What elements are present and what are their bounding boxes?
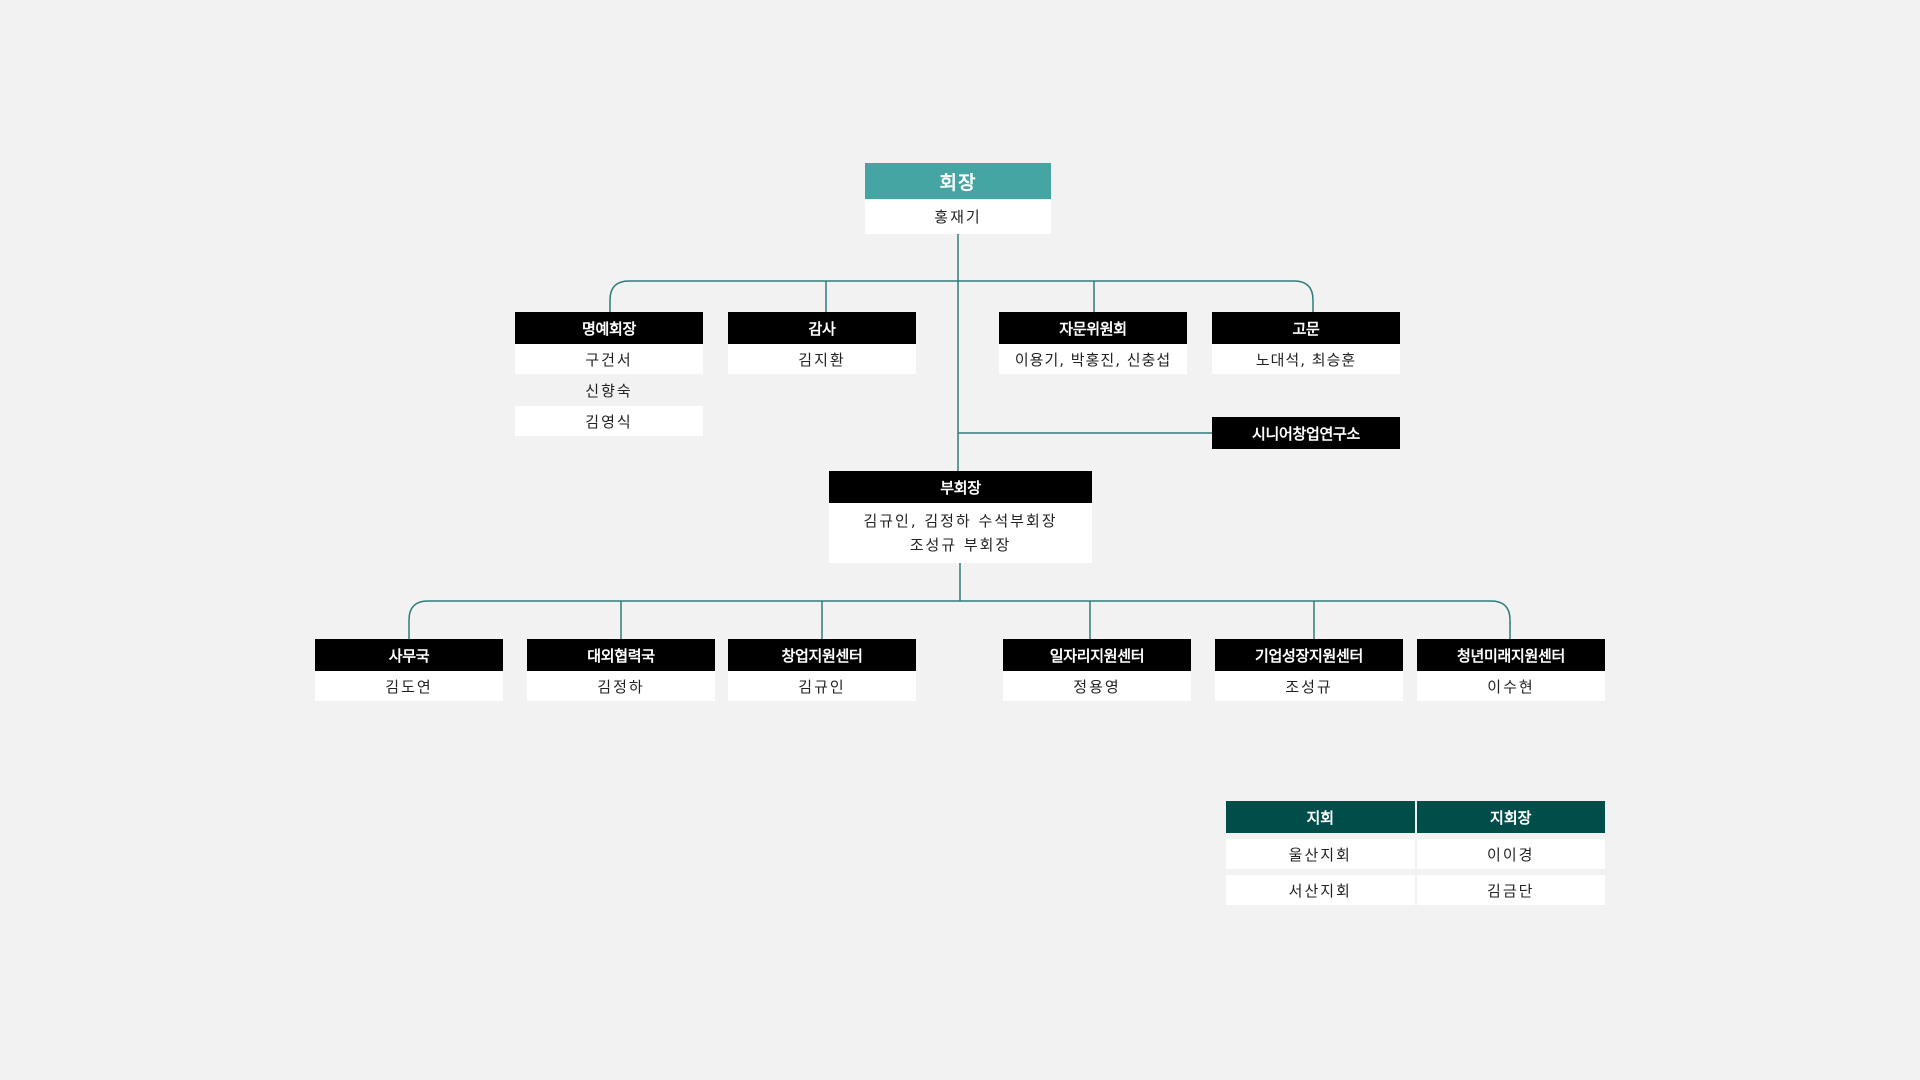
- table-row: 서산지회 김금단: [1226, 869, 1605, 905]
- startup-support-center-box: 창업지원센터 김규인: [728, 639, 916, 701]
- advisory-committee-names: 이용기, 박홍진, 신충섭: [999, 344, 1187, 374]
- youth-future-center-box: 청년미래지원센터 이수현: [1417, 639, 1605, 701]
- youth-future-center-title: 청년미래지원센터: [1417, 639, 1605, 671]
- president-name: 홍재기: [865, 199, 1051, 234]
- secretariat-name: 김도연: [315, 671, 503, 701]
- job-support-center-title: 일자리지원센터: [1003, 639, 1191, 671]
- branch-head-name: 이이경: [1415, 833, 1605, 872]
- advisor-box: 고문 노대석, 최승훈: [1212, 312, 1400, 374]
- branch-column-header: 지회: [1226, 801, 1417, 836]
- job-support-center-box: 일자리지원센터 정용영: [1003, 639, 1191, 701]
- business-growth-center-name: 조성규: [1215, 671, 1403, 701]
- honorary-president-title: 명예회장: [515, 312, 703, 344]
- vice-president-box: 부회장 김규인, 김정하 수석부회장 조성규 부회장: [829, 471, 1092, 563]
- vice-president-title: 부회장: [829, 471, 1092, 503]
- honorary-president-name: 신향숙: [515, 374, 703, 406]
- branch-head-column-header: 지회장: [1415, 801, 1605, 836]
- advisory-committee-title: 자문위원회: [999, 312, 1187, 344]
- business-growth-center-title: 기업성장지원센터: [1215, 639, 1403, 671]
- president-box: 회장 홍재기: [865, 163, 1051, 234]
- branch-table: 지회 지회장 울산지회 이이경 서산지회 김금단: [1226, 801, 1605, 905]
- branch-name: 서산지회: [1226, 869, 1417, 905]
- honorary-president-box: 명예회장 구건서 신향숙 김영식: [515, 312, 703, 436]
- president-title: 회장: [865, 163, 1051, 199]
- external-cooperation-name: 김정하: [527, 671, 715, 701]
- job-support-center-name: 정용영: [1003, 671, 1191, 701]
- auditor-name: 김지환: [728, 344, 916, 374]
- vice-president-line: 김규인, 김정하 수석부회장: [863, 512, 1058, 530]
- senior-startup-institute-box: 시니어창업연구소: [1212, 417, 1400, 449]
- advisor-title: 고문: [1212, 312, 1400, 344]
- business-growth-center-box: 기업성장지원센터 조성규: [1215, 639, 1403, 701]
- secretariat-box: 사무국 김도연: [315, 639, 503, 701]
- branch-table-header: 지회 지회장: [1226, 801, 1605, 836]
- honorary-president-name: 구건서: [515, 344, 703, 374]
- branch-head-name: 김금단: [1415, 869, 1605, 905]
- auditor-title: 감사: [728, 312, 916, 344]
- external-cooperation-box: 대외협력국 김정하: [527, 639, 715, 701]
- honorary-president-name: 김영식: [515, 406, 703, 436]
- startup-support-center-title: 창업지원센터: [728, 639, 916, 671]
- youth-future-center-name: 이수현: [1417, 671, 1605, 701]
- branch-name: 울산지회: [1226, 833, 1417, 872]
- senior-startup-institute-title: 시니어창업연구소: [1212, 417, 1400, 449]
- vice-president-line: 조성규 부회장: [909, 536, 1012, 554]
- startup-support-center-name: 김규인: [728, 671, 916, 701]
- auditor-box: 감사 김지환: [728, 312, 916, 374]
- vice-president-names: 김규인, 김정하 수석부회장 조성규 부회장: [829, 503, 1092, 563]
- external-cooperation-title: 대외협력국: [527, 639, 715, 671]
- secretariat-title: 사무국: [315, 639, 503, 671]
- advisory-committee-box: 자문위원회 이용기, 박홍진, 신충섭: [999, 312, 1187, 374]
- advisor-names: 노대석, 최승훈: [1212, 344, 1400, 374]
- table-row: 울산지회 이이경: [1226, 833, 1605, 872]
